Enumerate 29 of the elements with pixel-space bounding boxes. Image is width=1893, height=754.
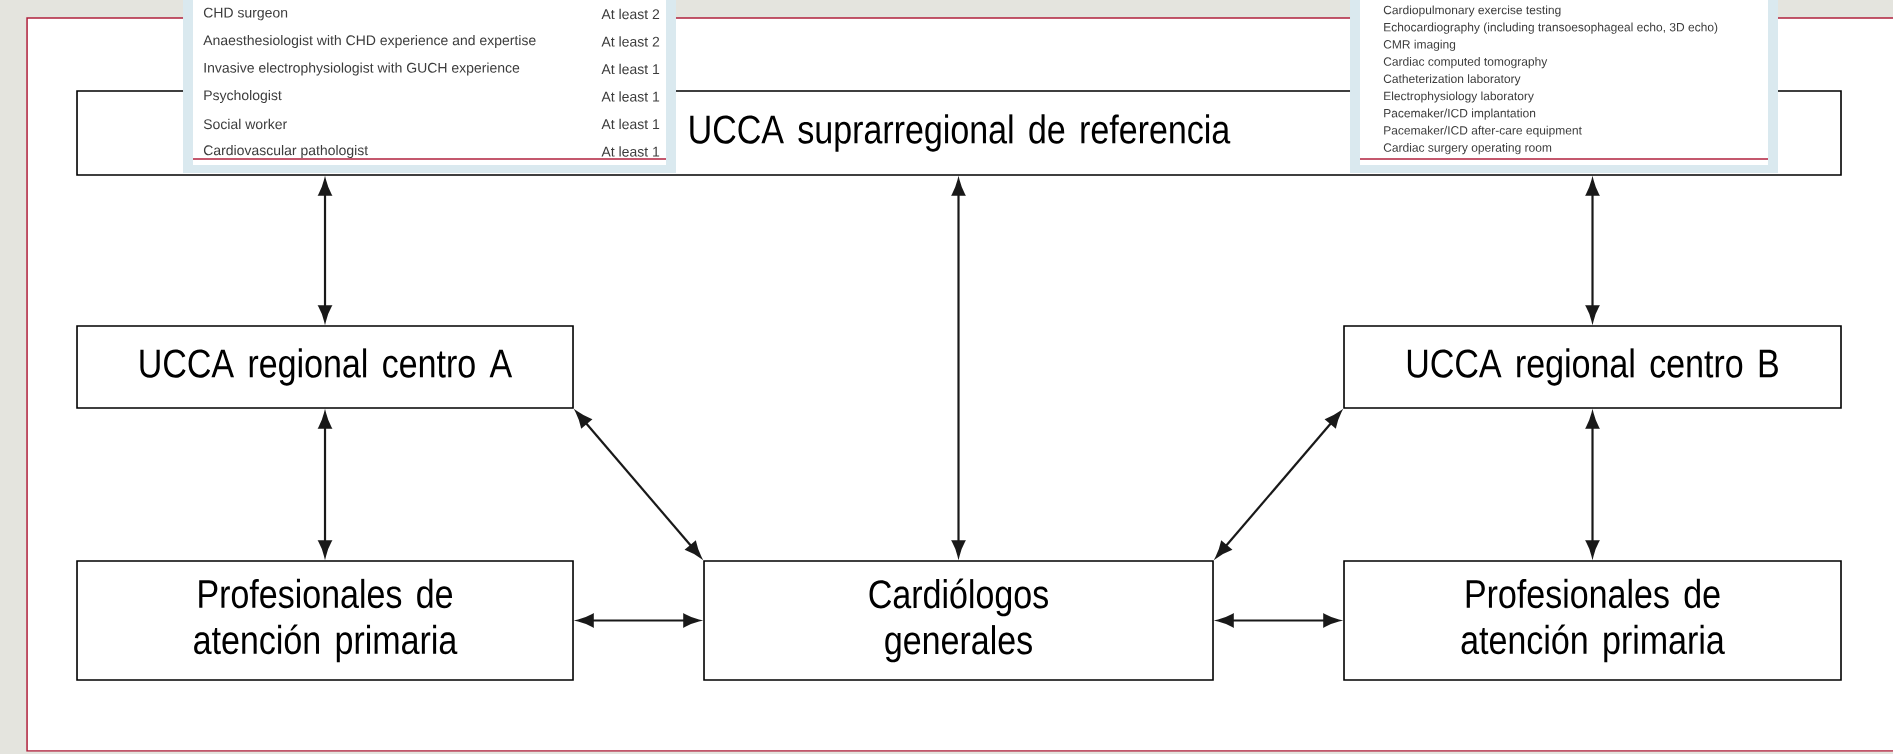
table-text: Echocardiography (including transoesophageal echo, 3D echo)	[1384, 22, 1718, 34]
table-text: Social worker	[203, 118, 287, 130]
table-text: At least 1	[601, 91, 660, 102]
table-text: At least 1	[601, 63, 660, 75]
table-text: Electrophysiology laboratory	[1384, 91, 1534, 103]
table-text: Anaesthesiologist with CHD experience and expertise	[203, 34, 536, 48]
process-box: UCCA regional centro A	[76, 325, 574, 409]
table-text: Cardiac computed tomography	[1383, 57, 1548, 69]
arrow	[575, 411, 702, 558]
table-text: Cardiac surgery operating room	[1383, 143, 1552, 155]
table-text: Cardiopulmonary exercise testing	[1383, 5, 1561, 17]
table-text: CHD surgeon	[203, 7, 288, 21]
table-text: At least 1	[601, 118, 660, 130]
process-box: Profesionales de atención primaria	[1343, 560, 1842, 681]
table-text: Pacemaker/ICD after-care equipment	[1384, 125, 1582, 137]
table-text: Psychologist	[204, 89, 282, 103]
table-text: At least 1	[601, 146, 660, 157]
table-text: At least 2	[601, 36, 660, 47]
table-text: At least 2	[601, 8, 660, 20]
arrow	[318, 412, 332, 557]
arrow	[318, 179, 332, 322]
table-text: Cardiovascular pathologist	[203, 144, 369, 158]
process-box: Profesionales de atención primaria	[76, 560, 574, 681]
table-text: Pacemaker/ICD implantation	[1384, 108, 1536, 120]
process-box: UCCA regional centro B	[1343, 325, 1842, 409]
process-box: Cardiólogos generales	[703, 560, 1214, 681]
table-text: Invasive electrophysiologist with GUCH experience	[204, 62, 520, 76]
arrow	[1215, 411, 1342, 558]
table-text: CMR imaging	[1383, 39, 1456, 51]
